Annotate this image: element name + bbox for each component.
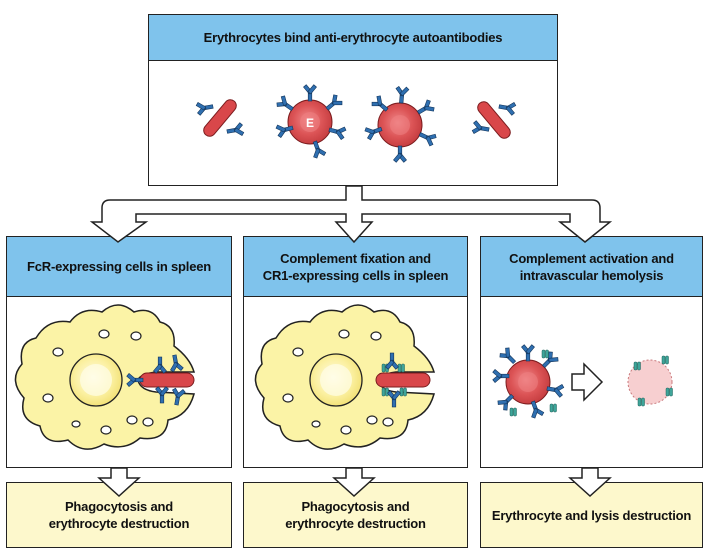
antibody-icon (225, 122, 245, 139)
macrophage-complement (254, 304, 435, 450)
antibody-icon (303, 84, 317, 102)
antibody-icon (471, 120, 491, 137)
lysis-arrow (571, 362, 604, 402)
result-complement: Phagocytosis and erythrocyte destruction (243, 482, 468, 548)
complement-icon (661, 355, 669, 365)
lysed-erythrocyte (627, 355, 673, 407)
complement-icon (665, 387, 673, 397)
complement-icon (381, 387, 389, 397)
erythrocyte-label: E (306, 116, 314, 130)
erythrocyte-labeled: E (274, 84, 348, 160)
erythrocyte-with-complement (492, 344, 565, 420)
macrophage-fcr (14, 304, 195, 450)
antibody-icon (521, 344, 535, 362)
complement-icon (541, 349, 549, 359)
erythrocyte-side-view-1 (195, 99, 245, 139)
panel-complement-spleen-title: Complement fixation and CR1-expressing c… (243, 236, 468, 297)
antibody-icon (195, 99, 215, 116)
result-intravascular: Erythrocyte and lysis destruction (480, 482, 703, 548)
antibody-icon (394, 85, 410, 104)
top-panel-title: Erythrocytes bind anti-erythrocyte autoa… (148, 14, 558, 61)
erythrocyte-face-view (363, 85, 438, 163)
complement-icon (637, 397, 645, 407)
antibody-icon (497, 99, 517, 116)
down-arrows (97, 467, 612, 498)
complement-icon (509, 407, 517, 417)
complement-icon (399, 387, 407, 397)
complement-icon (633, 361, 641, 371)
panel-intravascular-title: Complement activation and intravascular … (480, 236, 703, 297)
branch-arrow (89, 185, 613, 244)
complement-icon (549, 403, 557, 413)
complement-icon (397, 363, 405, 373)
erythrocyte-side-view-2 (471, 99, 517, 139)
antibody-icon (393, 145, 407, 163)
